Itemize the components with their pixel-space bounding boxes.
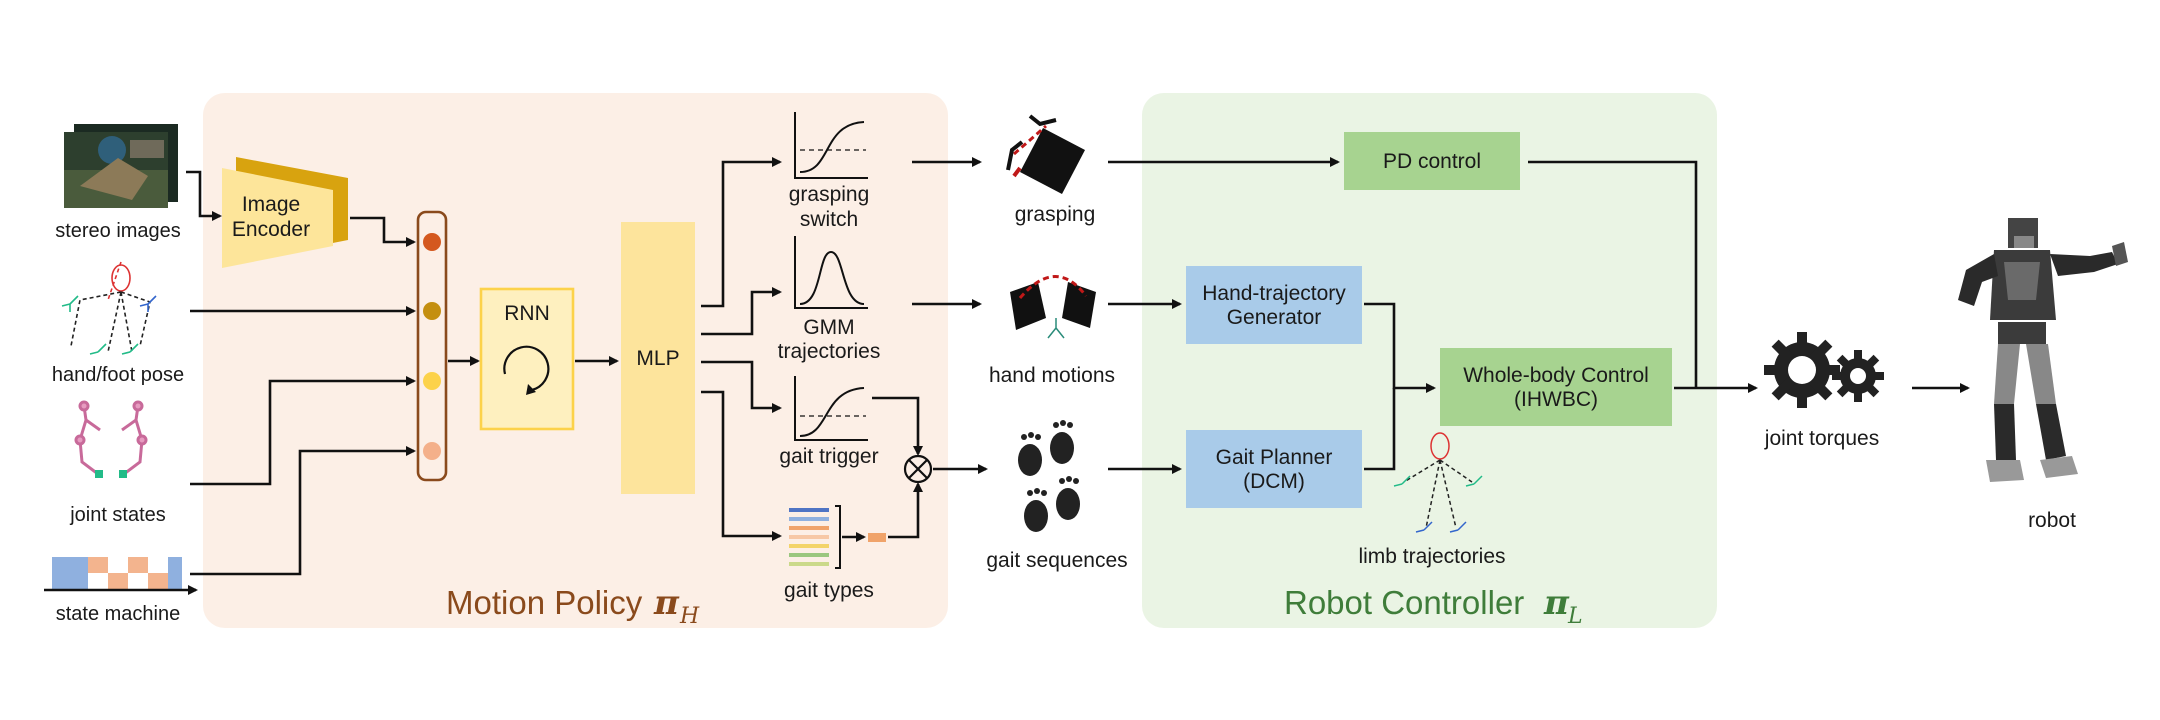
robot-controller-title: Robot Controller [1284,584,1524,621]
pd-control-label: PD control [1383,150,1481,173]
feature-dot-4 [423,442,441,460]
gait-planner-label-2: (DCM) [1243,470,1305,493]
gait-trigger-plot [794,376,868,441]
motion-policy-symbol: π [653,583,680,623]
image-encoder-label-1: Image [242,193,300,216]
gears-icon [1764,332,1884,408]
gait-planner-label-1: Gait Planner [1216,446,1333,469]
robot-controller-subscript: L [1567,604,1583,629]
gmm-plot [794,236,868,309]
feature-dot-3 [423,372,441,390]
robot-label: robot [2028,509,2076,532]
stereo-images-label: stereo images [55,220,181,242]
gait-sequences-label: gait sequences [986,549,1127,572]
robot-icon [1958,218,2128,482]
grasping-label: grasping [1015,203,1096,226]
gait-planner-box [1186,430,1362,508]
gmm-label-2: trajectories [778,340,881,363]
mlp-block [621,222,695,494]
mlp-label: MLP [636,347,679,370]
hand-motions-label: hand motions [989,364,1115,387]
motion-policy-title: Motion Policy [446,584,643,621]
gait-types-icon [789,505,841,569]
grasping-switch-plot [794,112,868,179]
feature-dot-1 [423,233,441,251]
joint-states-label: joint states [69,504,166,526]
whole-body-control-label-2: (IHWBC) [1514,388,1598,411]
hand-foot-pose-label: hand/foot pose [52,364,184,386]
feature-vector [416,210,448,482]
joint-torques-label: joint torques [1764,427,1879,450]
gait-types-label: gait types [784,579,874,602]
motion-policy-subscript: H [679,604,700,629]
limb-trajectories-icon [1393,432,1483,533]
hand-trajectory-label-2: Generator [1227,306,1322,329]
gait-type-selected [868,533,886,542]
recurrent-loop-icon [503,345,550,395]
hand-trajectory-label-1: Hand-trajectory [1202,282,1346,305]
state-machine-icon [52,557,182,589]
stereo-images-icon [64,124,178,208]
rnn-label: RNN [504,302,550,325]
whole-body-control-label-1: Whole-body Control [1463,364,1649,387]
hand-foot-pose-icon [61,261,157,355]
grasping-switch-label-1: grasping [789,183,870,206]
state-machine-label: state machine [56,603,181,625]
gait-trigger-label: gait trigger [779,445,878,468]
limb-trajectories-label: limb trajectories [1358,545,1505,568]
gmm-label-1: GMM [803,316,854,339]
multiply-operator-icon [903,454,933,484]
hand-trajectory-generator-box [1186,266,1362,344]
grasping-switch-label-2: switch [800,208,858,231]
gait-sequences-icon [1018,420,1080,532]
feature-dot-2 [423,302,441,320]
rnn-block [479,287,575,431]
joint-states-icon [74,400,148,478]
robot-controller-symbol: π [1543,583,1570,623]
whole-body-control-box [1440,348,1672,426]
hand-motions-icon [1010,275,1096,339]
grasping-icon [1006,114,1085,194]
pd-control-box [1344,132,1520,190]
image-encoder-block [222,168,333,268]
image-encoder-label-2: Encoder [232,218,310,241]
